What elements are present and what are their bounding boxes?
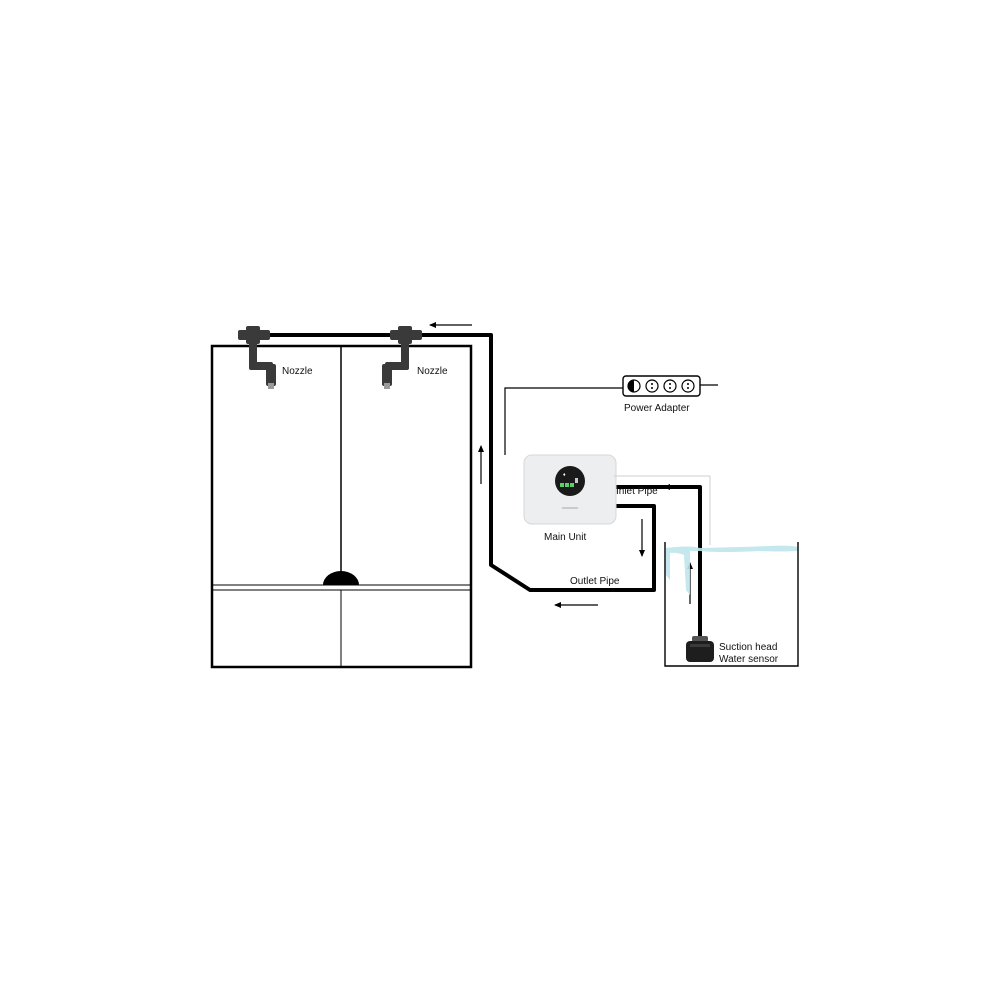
power-adapter-group: Power Adapter <box>504 375 718 455</box>
power-adapter-label: Power Adapter <box>624 403 690 414</box>
nozzle-left-label: Nozzle <box>282 366 313 377</box>
suction-head-icon <box>686 636 714 662</box>
flow-arrows <box>429 322 700 608</box>
nozzle-right-group: Nozzle <box>382 326 448 389</box>
nozzle-right-label: Nozzle <box>417 366 448 377</box>
nozzle-icon <box>382 326 422 389</box>
nozzle-left-group: Nozzle <box>238 326 313 389</box>
main-unit-label: Main Unit <box>544 532 586 543</box>
top-feed-pipe <box>250 333 656 592</box>
enclosure <box>210 344 473 669</box>
door-lock-dome <box>323 571 359 585</box>
inlet-pipe-label: Inlet Pipe <box>616 486 658 497</box>
outlet-pipe-label: Outlet Pipe <box>570 576 620 587</box>
misting-controller-icon: ♦ <box>523 454 617 525</box>
power-strip-icon <box>622 375 701 397</box>
reservoir-outline <box>664 542 799 667</box>
suction-head-label: Suction head <box>719 642 777 653</box>
svg-text:♦: ♦ <box>563 472 566 478</box>
water-surface <box>666 545 798 595</box>
water-reservoir: Suction head Water sensor <box>614 475 799 667</box>
power-cable <box>504 387 623 455</box>
water-sensor-label: Water sensor <box>719 654 779 665</box>
main-unit-group: ♦ Main Unit <box>523 454 617 543</box>
nozzle-icon <box>238 326 276 389</box>
